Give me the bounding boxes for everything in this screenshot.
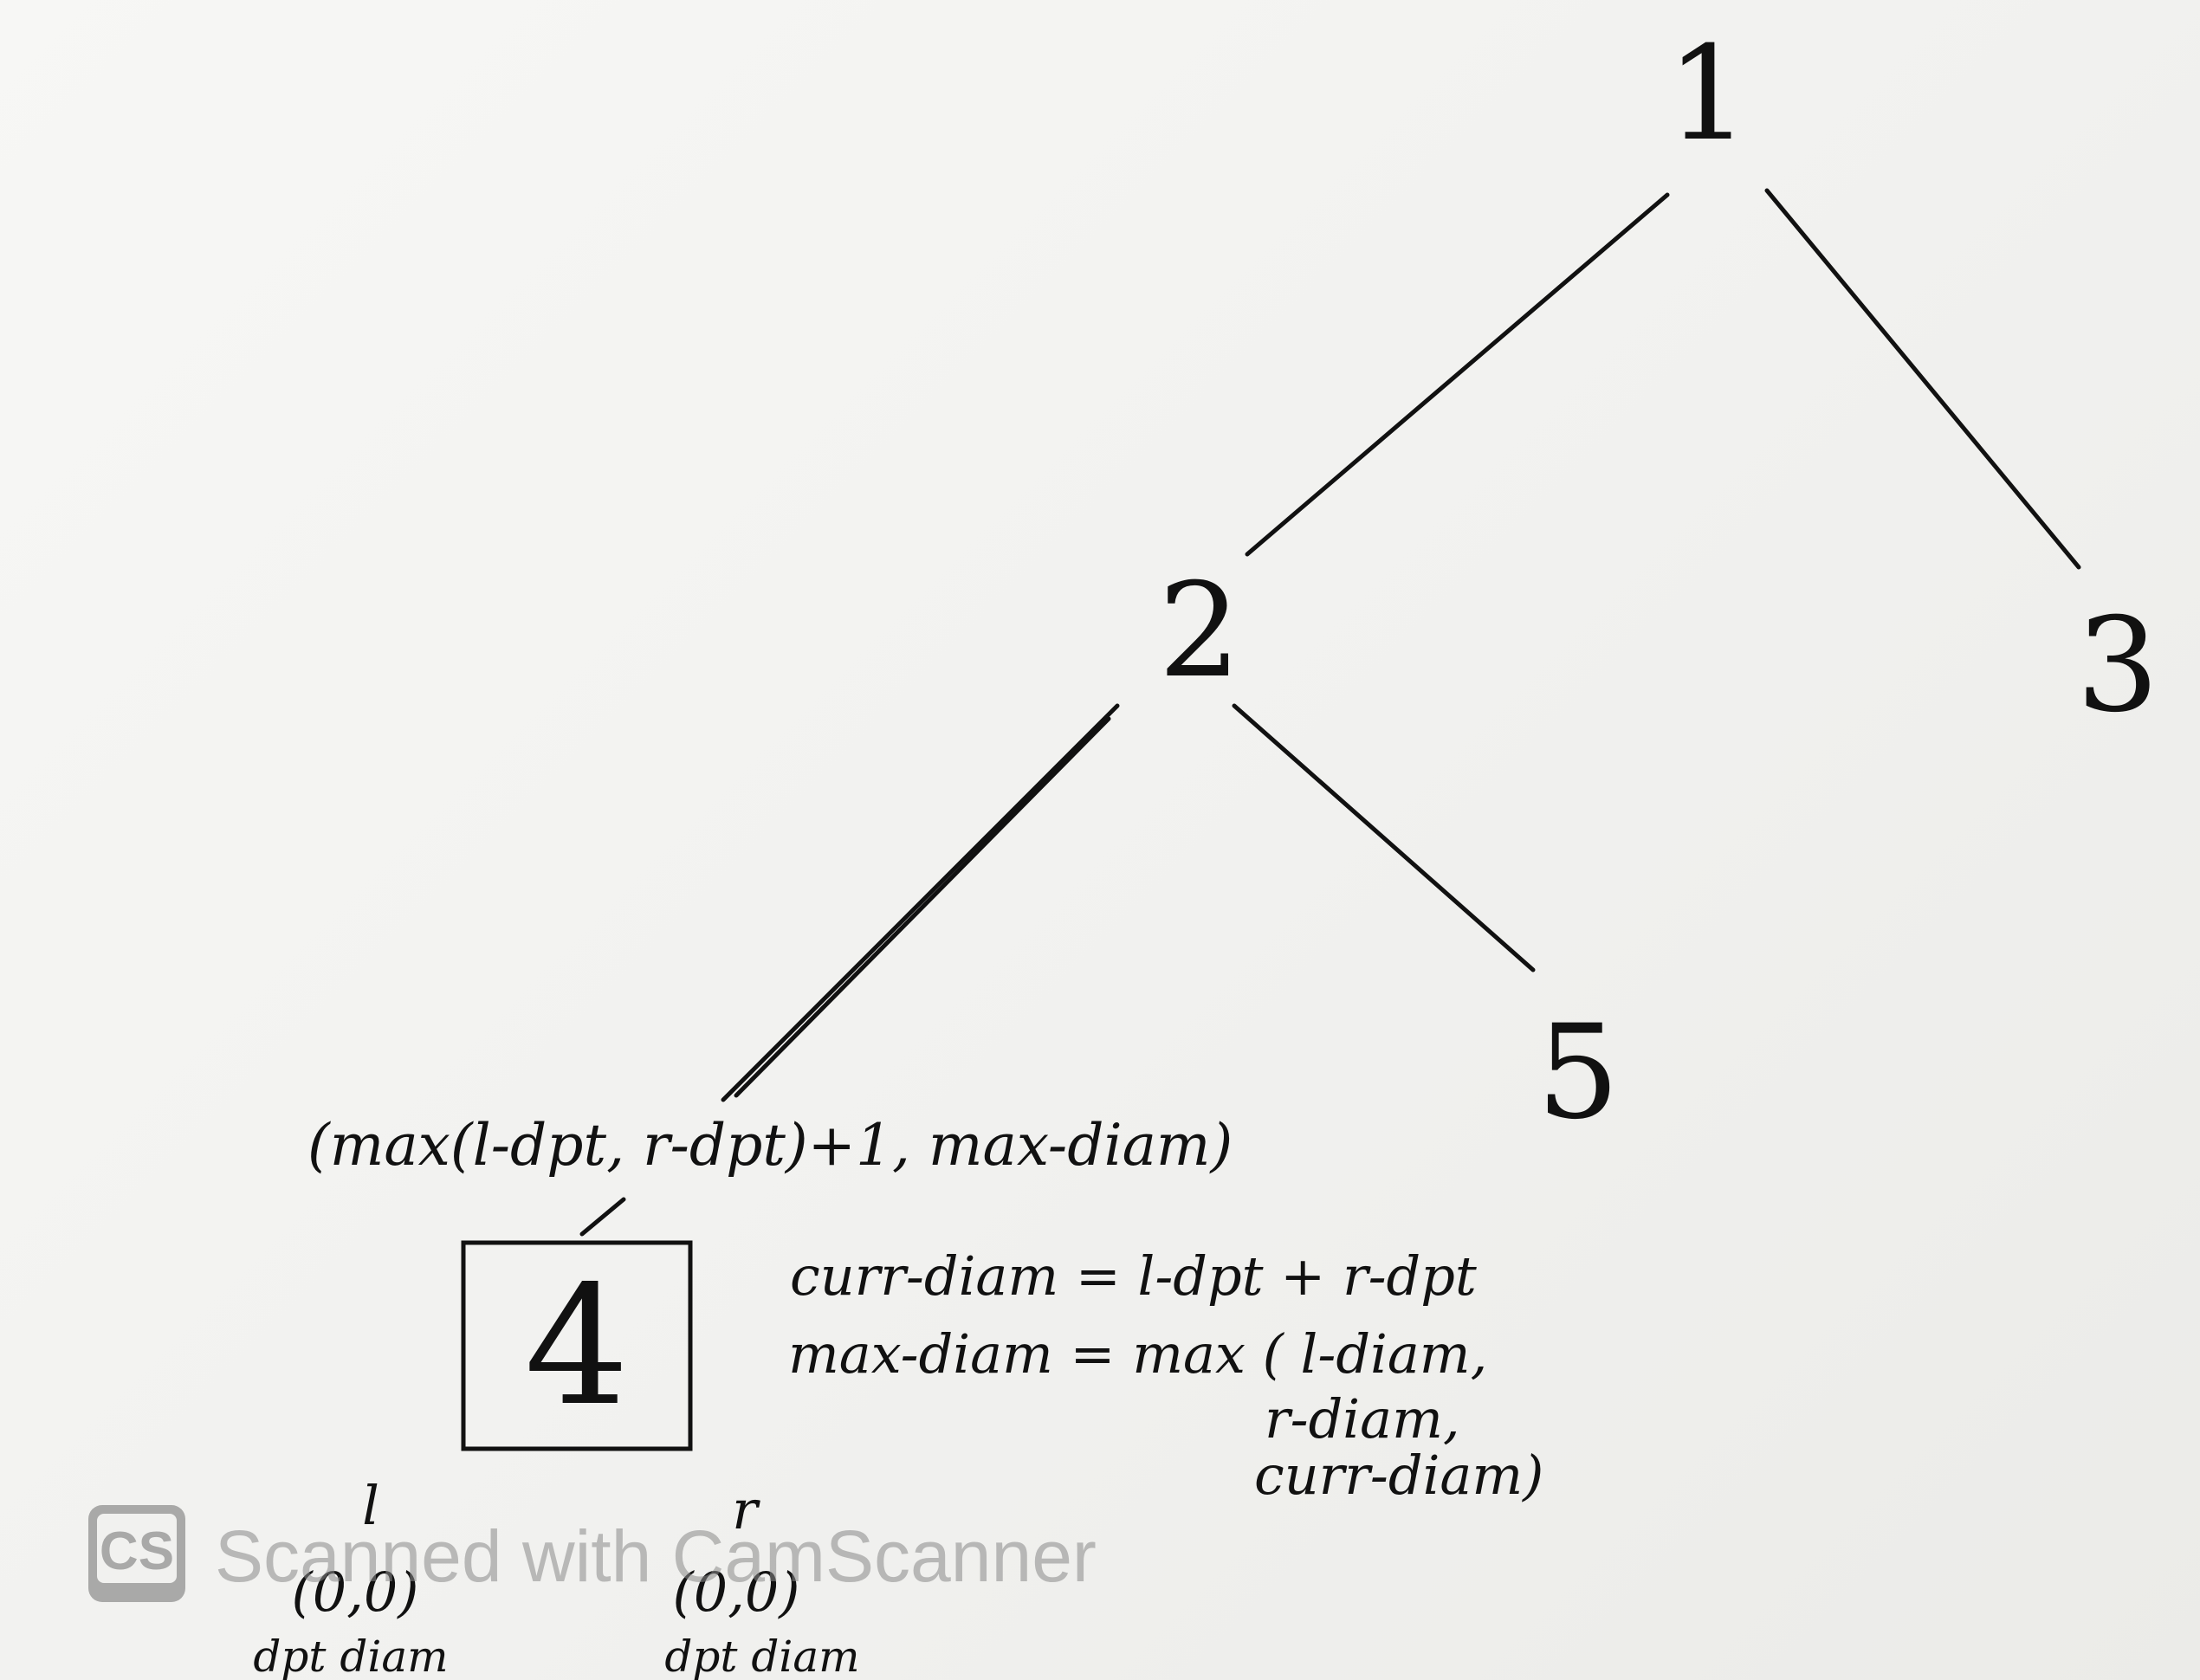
node-1-label: 1	[1666, 19, 1749, 170]
camscanner-logo-text: CS	[100, 1522, 174, 1581]
node-5-label: 5	[1537, 998, 1619, 1148]
edge-2-5	[1232, 703, 1536, 972]
left-child-caption: dpt diam	[253, 1632, 448, 1680]
right-child-caption: dpt diam	[664, 1632, 859, 1680]
camscanner-watermark: CS Scanned with CamScanner	[88, 1505, 1097, 1602]
node-4-box	[461, 1240, 693, 1451]
left-child-value: (0,0)	[292, 1560, 419, 1624]
node-2-label: 2	[1158, 556, 1240, 707]
left-child-symbol: l	[362, 1474, 379, 1537]
right-child-symbol: r	[732, 1478, 760, 1541]
edge-1-2	[1245, 192, 1670, 557]
right-child-value: (0,0)	[673, 1560, 800, 1624]
max-diam-formula-line2: r-diam,	[1265, 1387, 1460, 1451]
max-diam-formula-line1: max-diam = max ( l-diam,	[788, 1322, 1487, 1386]
node-4-label: 4	[525, 1250, 630, 1442]
watermark-text: Scanned with CamScanner	[215, 1515, 1097, 1597]
node-3-label: 3	[2076, 591, 2158, 741]
edge-2-4	[721, 703, 1120, 1102]
arrow-tick	[579, 1197, 626, 1237]
return-value-formula: (max(l-dpt, r-dpt)+1, max-diam)	[307, 1112, 1233, 1179]
edge-2-4-retrace	[734, 716, 1111, 1098]
edge-1-3	[1764, 188, 2081, 570]
curr-diam-formula: curr-diam = l-dpt + r-dpt	[790, 1244, 1477, 1308]
max-diam-formula-line3: curr-diam)	[1254, 1444, 1543, 1507]
camscanner-logo-inner	[97, 1514, 177, 1583]
